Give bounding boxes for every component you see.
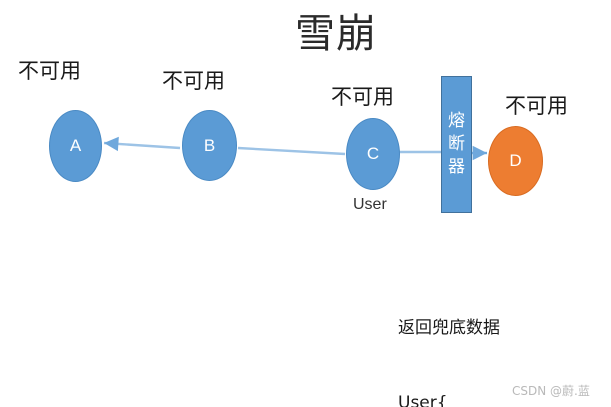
fallback-note: 返回兜底数据 User{ id:0 name:无此用户 } (398, 266, 531, 407)
node-b-label: B (203, 135, 216, 155)
page-title: 雪崩 (295, 11, 377, 56)
node-d-label: D (509, 151, 522, 170)
node-c-label: C (366, 144, 380, 163)
status-label-a: 不可用 (18, 59, 81, 83)
watermark: CSDN @蔚.蓝 (512, 384, 590, 398)
edge-c-to-b (237, 146, 346, 156)
node-b[interactable]: B (182, 110, 237, 181)
breaker-char-3: 器 (448, 157, 465, 177)
breaker-char-2: 断 (448, 134, 465, 154)
circuit-breaker-box[interactable]: 熔 断 器 (441, 76, 472, 213)
node-c-sublabel: User (353, 196, 387, 213)
node-a[interactable]: A (49, 110, 102, 182)
edge-b-to-a (103, 136, 181, 152)
node-c[interactable]: C (346, 118, 400, 190)
node-a-label: A (69, 136, 82, 155)
fallback-note-line-1: User{ (398, 393, 448, 407)
status-label-b: 不可用 (162, 69, 225, 93)
fallback-note-heading: 返回兜底数据 (398, 318, 500, 338)
status-label-c: 不可用 (331, 85, 394, 109)
status-label-d: 不可用 (505, 94, 568, 118)
breaker-char-1: 熔 (448, 111, 465, 131)
node-d[interactable]: D (488, 126, 543, 196)
